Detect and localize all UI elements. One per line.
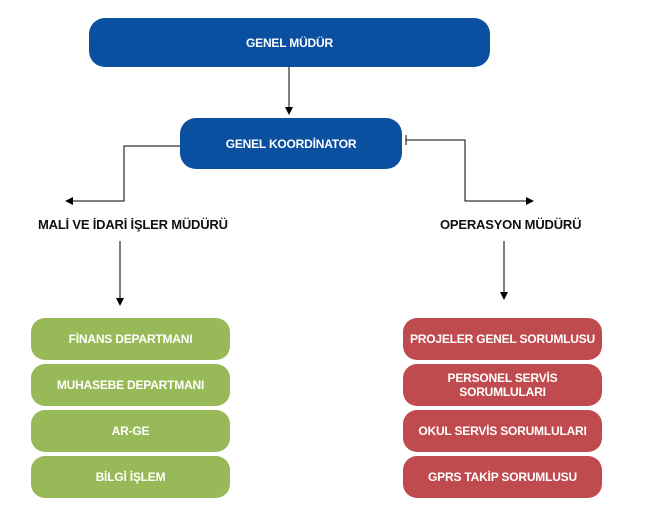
left-unit-box: FİNANS DEPARTMANI	[31, 318, 230, 360]
top-manager-label: GENEL MÜDÜR	[246, 35, 333, 50]
left-unit-label: MUHASEBE DEPARTMANI	[56, 378, 205, 392]
coordinator-box: GENEL KOORDİNATOR	[180, 118, 402, 169]
left-unit-box: AR-GE	[31, 410, 230, 452]
left-unit-label: BİLGİ İŞLEM	[95, 470, 166, 484]
top-manager-box: GENEL MÜDÜR	[89, 18, 490, 67]
right-unit-label: GPRS TAKİP SORUMLUSU	[428, 470, 577, 484]
right-unit-box: GPRS TAKİP SORUMLUSU	[403, 456, 602, 498]
right-unit-box: PROJELER GENEL SORUMLUSU	[403, 318, 602, 360]
left-unit-label: AR-GE	[111, 424, 150, 438]
right-manager-label: OPERASYON MÜDÜRÜ	[440, 217, 582, 232]
connector-coordinator-to-right-manager	[406, 139, 534, 205]
left-unit-box: MUHASEBE DEPARTMANI	[31, 364, 230, 406]
coordinator-label: GENEL KOORDİNATOR	[225, 136, 357, 151]
right-unit-label: PERSONEL SERVİS SORUMLULARI	[447, 371, 558, 399]
left-manager-label: MALİ VE İDARİ İŞLER MÜDÜRÜ	[38, 217, 228, 232]
left-unit-box: BİLGİ İŞLEM	[31, 456, 230, 498]
left-unit-label: FİNANS DEPARTMANI	[68, 332, 193, 346]
right-unit-label: OKUL SERVİS SORUMLULARI	[418, 424, 587, 438]
right-unit-box: PERSONEL SERVİS SORUMLULARI	[403, 364, 602, 406]
right-unit-label: PROJELER GENEL SORUMLUSU	[409, 332, 595, 346]
connector-coordinator-to-left-manager	[65, 142, 187, 205]
right-unit-box: OKUL SERVİS SORUMLULARI	[403, 410, 602, 452]
